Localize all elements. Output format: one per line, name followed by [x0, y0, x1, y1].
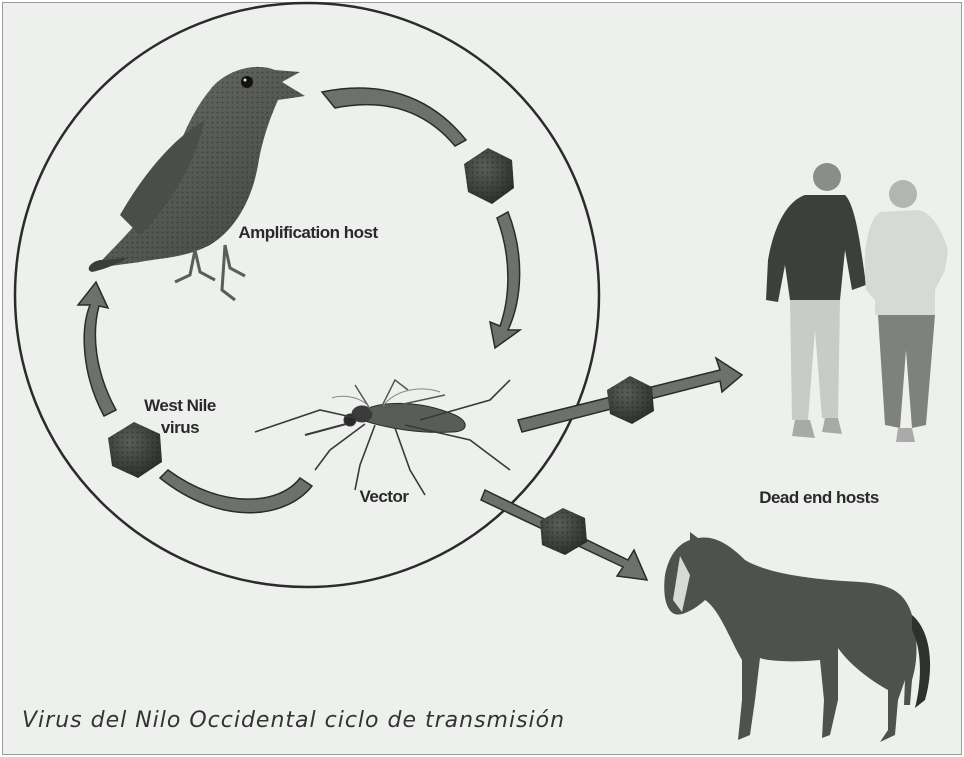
- mosquito-icon: [255, 380, 510, 495]
- vector-label: Vector: [344, 486, 424, 508]
- amplification-host-label: Amplification host: [236, 222, 380, 244]
- bird-icon: [89, 67, 305, 300]
- west-nile-virus-label: West Nile virus: [132, 395, 228, 439]
- people-icon: [766, 163, 948, 442]
- diagram-caption: Virus del Nilo Occidental ciclo de trans…: [22, 708, 565, 733]
- horse-icon: [664, 532, 930, 742]
- dead-end-hosts-label: Dead end hosts: [733, 487, 905, 509]
